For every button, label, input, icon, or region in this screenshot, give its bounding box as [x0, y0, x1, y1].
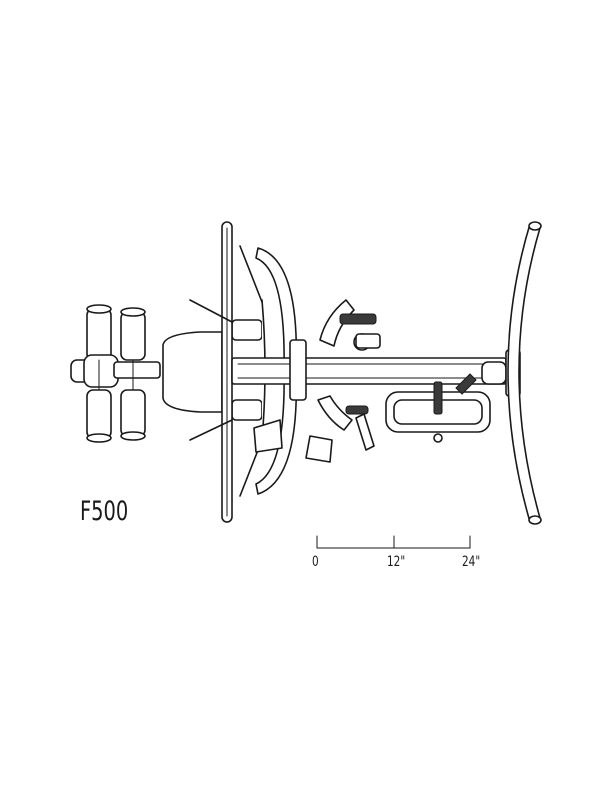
pulley-assembly-lower [317, 395, 375, 451]
scale-tick-label-12: 12" [387, 554, 406, 570]
foot-plates [253, 419, 333, 463]
pulley-assembly-upper [289, 299, 381, 401]
scale-tick-label-0: 0 [312, 554, 319, 570]
model-label: F500 [80, 496, 129, 527]
main-crossbar [221, 221, 233, 523]
curved-base-arc [507, 221, 542, 525]
scale-tick-label-24: 24" [462, 554, 481, 570]
seat-pad [162, 331, 223, 413]
weight-stack [385, 381, 491, 443]
leg-roller-pads [70, 304, 161, 443]
scale-bar [316, 535, 471, 549]
